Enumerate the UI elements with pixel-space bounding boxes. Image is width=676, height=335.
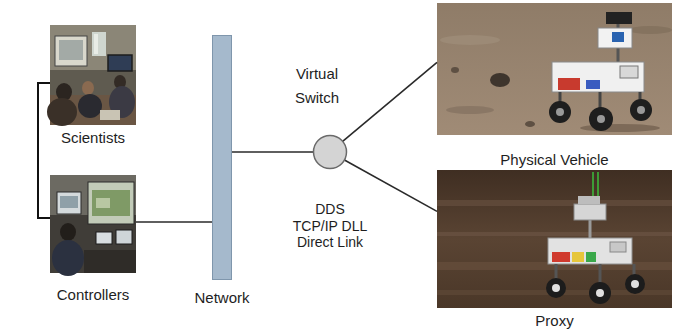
node-label: Network: [182, 289, 262, 307]
photo-frame: [50, 175, 136, 273]
protocol-label: Direct Link: [270, 234, 390, 251]
switch-circle: Virtual Switch: [272, 62, 368, 170]
link-line: [343, 62, 437, 141]
photo-frame: [437, 170, 672, 308]
photo-frame: [437, 3, 672, 135]
network-bar: Network: [182, 35, 262, 308]
protocol-label: DDS: [270, 201, 390, 218]
proxy-render: [437, 170, 672, 308]
photo-node: Controllers: [30, 175, 156, 305]
bracket-line: [38, 83, 50, 218]
switch-circle: [312, 134, 348, 170]
link-line: [136, 221, 212, 223]
node-label: Proxy: [437, 312, 672, 330]
protocol-label: TCP/IP DLL: [270, 218, 390, 235]
scientists-photo: [47, 25, 136, 126]
rover-photo: [437, 3, 672, 135]
photo-frame: [50, 25, 136, 125]
node-label: Virtual Switch: [277, 62, 357, 110]
photo-node: Scientists: [30, 25, 156, 149]
link-line: [232, 151, 314, 153]
protocol-list: DDSTCP/IP DLLDirect Link: [270, 201, 390, 251]
node-label: Scientists: [30, 129, 156, 147]
switch-shape: [312, 134, 348, 170]
switch-circle-outline: [314, 136, 347, 169]
network-bar-shape: [212, 35, 232, 280]
node-label: Controllers: [30, 286, 156, 304]
photo-node: Proxy: [437, 170, 672, 330]
photo-node: Physical Vehicle: [437, 3, 672, 169]
node-label: Physical Vehicle: [437, 151, 672, 169]
controllers-photo: [50, 175, 136, 276]
link-line: [344, 160, 437, 211]
